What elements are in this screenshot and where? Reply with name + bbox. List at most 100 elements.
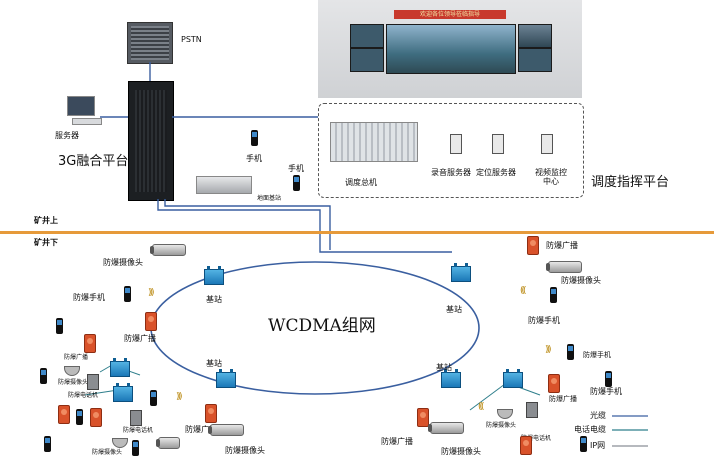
video-screen [350,24,384,48]
positioning-server-icon [492,134,504,154]
video-monitor-server-icon [541,134,553,154]
dispatch-console-label: 调度总机 [345,178,377,187]
ex-phone-label: 防爆手机 [73,293,105,302]
base-station-icon [204,266,224,285]
base-station-label: 基站 [436,363,452,372]
mobile-phone-icon [251,130,258,146]
ex-camera-label: 防爆摄像头 [561,276,601,285]
video-monitor-center-label: 视频监控中心 [535,168,567,186]
base-station-label: 基站 [206,295,222,304]
video-screen-main [386,24,516,74]
signal-wave-icon: ))) [176,392,182,402]
base-station-icon [441,369,461,388]
dispatch-platform-label: 调度指挥平台 [591,175,670,190]
ex-camera-label: 防爆摄像头 [486,422,517,429]
ex-phone-icon [605,371,612,387]
ex-phone-icon [44,436,51,452]
mobile-phone-label: 手机 [246,154,262,163]
ex-broadcast-label: 防爆广播 [185,425,217,434]
server-computer-icon [67,96,95,116]
ex-phone-icon [550,287,557,303]
server-keyboard-icon [72,118,102,125]
video-wall: 欢迎各位领导莅临指导 [318,0,582,98]
base-station-icon [110,358,130,377]
dispatch-console-icon [330,122,418,162]
legend-fiber-label: 光缆 [590,411,606,420]
ground-divider-line [0,231,714,234]
ex-camera-label: 防爆摄像头 [441,447,481,456]
ex-telephone-label: 防爆电话机 [68,392,99,399]
ground-base-station-icon [196,176,252,194]
ex-broadcast-icon [84,334,96,353]
ex-phone-label: 防爆手机 [590,387,622,396]
ex-telephone-icon [130,410,142,426]
ex-camera-icon [546,261,582,273]
base-station-icon [113,383,133,402]
signal-wave-icon: ((( [478,402,484,412]
ex-broadcast-icon [417,408,429,427]
ex-camera-label: 防爆摄像头 [58,379,89,386]
pstn-server-icon [127,22,173,64]
ex-broadcast-icon [520,436,532,455]
base-station-icon [451,263,471,282]
ex-phone-label: 防爆手机 [528,316,560,325]
ex-telephone-icon [526,402,538,418]
ex-broadcast-icon [205,404,217,423]
video-screen [518,24,552,48]
recording-server-label: 录音服务器 [431,168,471,177]
ex-broadcast-label: 防爆广播 [546,241,578,250]
3g-platform-label: 3G融合平台 [58,154,129,169]
ex-broadcast-icon [527,236,539,255]
base-station-label: 基站 [206,359,222,368]
ex-camera-icon [156,437,180,449]
server-label: 服务器 [55,131,79,140]
ex-phone-icon [132,440,139,456]
ex-phone-label: 防爆手机 [583,351,611,359]
mobile-phone-label-2: 手机 [288,164,304,173]
signal-wave-icon: ((( [520,286,526,296]
ex-camera-icon [428,422,464,434]
ex-phone-icon [40,368,47,384]
mobile-phone-icon-2 [293,175,300,191]
signal-wave-icon: ))) [545,345,551,355]
video-wall-banner: 欢迎各位领导莅临指导 [394,10,506,19]
ex-telephone-icon [87,374,99,390]
ex-phone-icon [124,286,131,302]
ex-broadcast-icon [145,312,157,331]
ex-broadcast-label: 防爆广播 [381,437,413,446]
ground-base-station-label: 地面基站 [257,195,282,202]
base-station-label: 基站 [446,305,462,314]
ex-phone-icon [580,436,587,452]
base-station-icon [216,369,236,388]
ex-camera-label: 防爆摄像头 [103,258,143,267]
below-ground-label: 矿井下 [34,238,58,247]
ex-broadcast-icon [548,374,560,393]
video-screen [518,48,552,72]
ex-broadcast-icon [58,405,70,424]
legend-ip-network-label: IP网 [590,441,606,450]
positioning-server-label: 定位服务器 [476,168,516,177]
recording-server-icon [450,134,462,154]
3g-platform-rack-icon [128,81,174,201]
ex-phone-icon [567,344,574,360]
ex-phone-icon [56,318,63,334]
video-screen [350,48,384,72]
ex-telephone-label: 防爆电话机 [123,427,154,434]
signal-wave-icon: ))) [148,288,154,298]
ex-phone-icon [150,390,157,406]
ex-broadcast-label: 防爆广播 [549,395,577,403]
ex-camera-icon [208,424,244,436]
ex-camera-label: 防爆摄像头 [225,446,265,455]
ex-broadcast-label: 防爆广播 [64,354,89,361]
ex-broadcast-label: 防爆广播 [124,334,156,343]
wcdma-network-label: WCDMA组网 [268,316,376,336]
pstn-label: PSTN [181,35,202,44]
dispatch-platform-box [318,103,584,198]
ex-telephone-label: 防爆电话机 [521,435,552,442]
ex-broadcast-icon [90,408,102,427]
base-station-icon [503,369,523,388]
legend-phone-cable-label: 电话电缆 [574,425,606,434]
ex-camera-icon [150,244,186,256]
ex-camera-label: 防爆摄像头 [92,449,123,456]
ex-phone-icon [76,409,83,425]
